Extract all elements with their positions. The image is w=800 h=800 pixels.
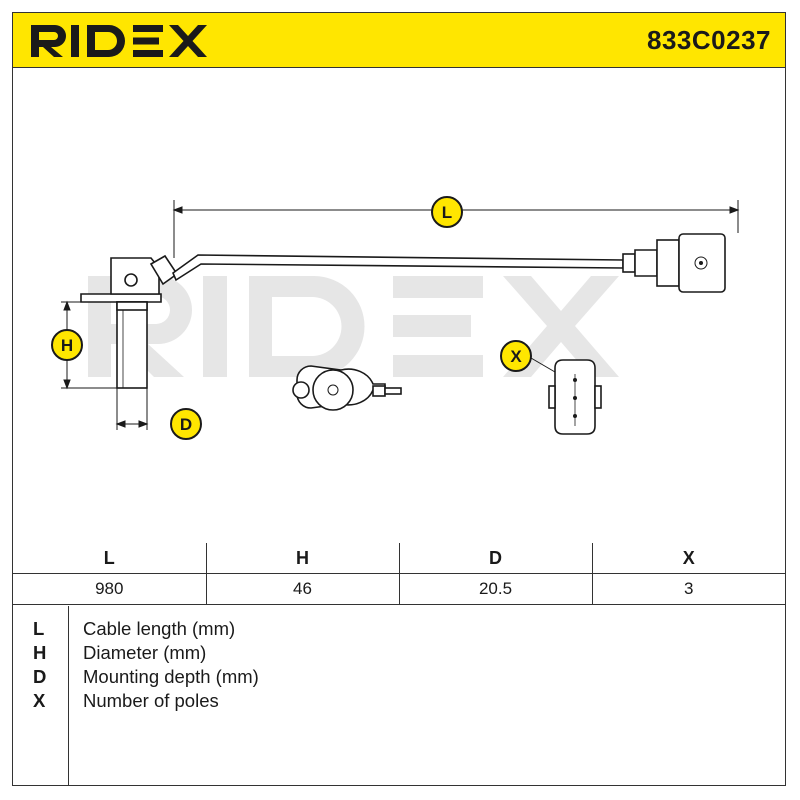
callout-L-label: L [442,203,452,222]
dimension-value: 980 [13,573,207,605]
technical-drawing: L H D X [51,196,740,440]
legend: L Cable length (mm) H Diameter (mm) D Mo… [13,606,785,786]
callout-D-label: D [180,415,192,434]
depth-dimension [115,388,149,430]
watermark [88,276,619,377]
dimension-header: L [13,543,207,574]
legend-key: H [33,642,47,663]
callout-H: H [51,329,83,361]
legend-description: Mounting depth (mm) [83,666,259,687]
dimension-value: 3 [591,573,785,605]
header-bar: 833C0237 [13,13,785,68]
dimension-header: H [205,543,400,574]
cable [172,233,726,293]
callout-L: L [431,196,463,228]
callout-H-label: H [61,336,73,355]
legend-description: Cable length (mm) [83,618,236,639]
callout-D: D [170,408,202,440]
dimension-value: 46 [205,573,400,605]
legend-divider [68,606,69,786]
part-number: 833C0237 [647,25,771,55]
legend-key: L [33,618,45,639]
connector-front-view [530,357,602,435]
sensor-side-view [80,254,179,389]
legend-item: H Diameter (mm) [13,642,785,666]
legend-item: D Mounting depth (mm) [13,666,785,690]
legend-item: X Number of poles [13,690,785,714]
product-card: 833C0237 [12,12,786,786]
legend-key: X [33,690,46,711]
dimensions-value-row: 980 46 20.5 3 [13,573,785,605]
dimension-header: X [591,543,785,574]
legend-description: Diameter (mm) [83,642,207,663]
dimensions-header-row: L H D X [13,543,785,574]
sensor-top-view [292,365,402,411]
dimension-header: D [398,543,593,574]
dimension-value: 20.5 [398,573,593,605]
brand-logo [31,25,207,57]
legend-item: L Cable length (mm) [13,618,785,642]
legend-description: Number of poles [83,690,219,711]
legend-key: D [33,666,47,687]
callout-X: X [500,340,532,372]
callout-X-label: X [510,347,522,366]
dimensions-table: L H D X 980 46 20.5 3 [13,543,785,605]
